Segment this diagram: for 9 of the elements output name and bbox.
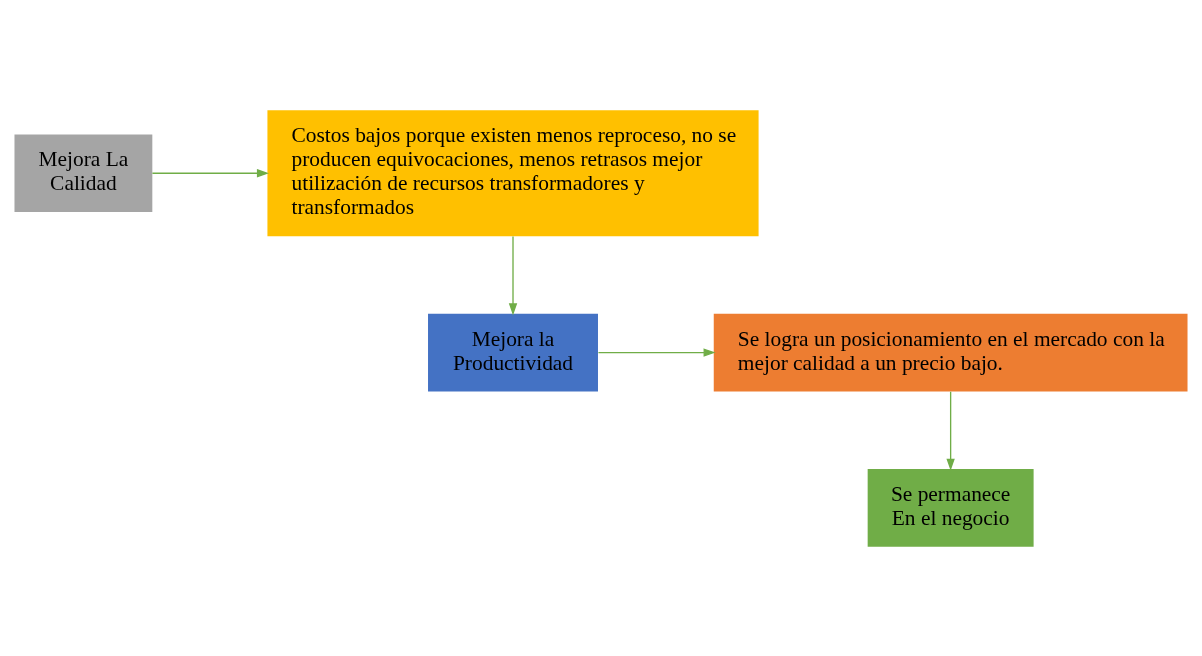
node-box: Mejora la Productividad (428, 313, 598, 391)
arrow (597, 347, 716, 357)
node-box: Se logra un posicionamiento en el mercado con la mejor calidad a un precio bajo. (713, 313, 1188, 391)
node-box: Costos bajos porque existen menos reproceso, no se producen equivocaciones, menos retrasos mejor utilización de recursos transformadores y transformados (267, 109, 759, 236)
node-box: Se permanece En el negocio (867, 468, 1034, 547)
arrow (946, 390, 955, 471)
arrow (151, 168, 269, 177)
arrow (508, 235, 518, 315)
node-box: Mejora La Calidad (14, 133, 153, 212)
